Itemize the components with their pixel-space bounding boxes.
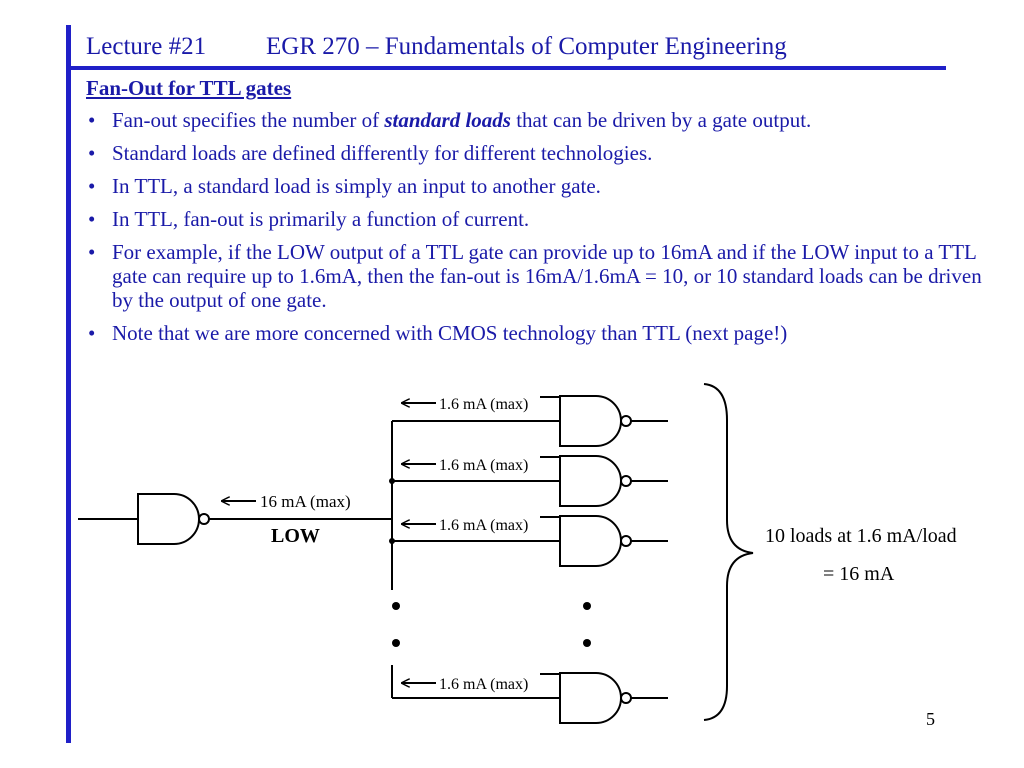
slide-header: Lecture #21 EGR 270 – Fundamentals of Com… [86,33,787,61]
load-current-label: 1.6 mA (max) [439,457,528,474]
driver-current-label: 16 mA (max) [260,492,351,511]
header-rule [66,66,946,70]
bullet-text: Fan-out specifies the number of [112,108,385,132]
bullet-text: that can be driven by a gate output. [510,108,812,132]
junction-dot [389,478,395,484]
curly-brace [703,383,754,721]
bullet-text: In TTL, fan-out is primarily a function … [112,207,530,231]
left-accent-bar [66,25,71,743]
page-number: 5 [926,709,935,729]
bullet-list: • Fan-out specifies the number of standar… [86,108,986,354]
load-current-label: 1.6 mA (max) [439,396,528,413]
section-title: Fan-Out for TTL gates [86,76,292,100]
bullet-dot: • [88,207,96,231]
summary-line-2: = 16 mA [823,563,895,585]
load-nand-gate [559,515,632,567]
bullet-dot: • [88,141,96,165]
driver-state-label: LOW [271,525,320,547]
junction-dot [389,538,395,544]
bullet-dot: • [88,108,96,132]
bullet-item: • In TTL, a standard load is simply an in… [86,174,986,198]
load-nand-gate [559,672,632,724]
load-current-label: 1.6 mA (max) [439,676,528,693]
bullet-item: • In TTL, fan-out is primarily a function… [86,207,986,231]
ellipsis-dot [392,639,400,647]
driver-nand-gate [137,493,210,545]
bullet-dot: • [88,240,96,264]
load-nand-gate [559,395,632,447]
lecture-number: Lecture #21 [86,33,207,60]
bullet-text: Standard loads are defined differently f… [112,141,653,165]
bullet-text: Note that we are more concerned with CMO… [112,321,788,345]
bullet-item: • Standard loads are defined differently … [86,141,986,165]
bullet-item: • For example, if the LOW output of a TTL… [86,240,986,312]
ellipsis-dot [392,602,400,610]
load-nand-gate [559,455,632,507]
bullet-text: For example, if the LOW output of a TTL … [112,240,982,312]
bullet-text: In TTL, a standard load is simply an inp… [112,174,601,198]
bullet-item: • Fan-out specifies the number of standar… [86,108,986,132]
ellipsis-dot [583,602,591,610]
bullet-dot: • [88,174,96,198]
ellipsis-dot [583,639,591,647]
bullet-emphasis: standard loads [384,108,511,132]
bullet-item: • Note that we are more concerned with CM… [86,321,986,345]
summary-line-1: 10 loads at 1.6 mA/load [765,525,957,547]
course-title: EGR 270 – Fundamentals of Computer Engin… [266,33,787,60]
load-current-label: 1.6 mA (max) [439,517,528,534]
bullet-dot: • [88,321,96,345]
